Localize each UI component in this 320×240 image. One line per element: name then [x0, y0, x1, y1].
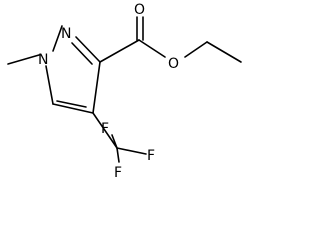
atom-fluorine-top-label: F [101, 121, 109, 137]
bond-c4-cf3 [92, 112, 118, 149]
bond-c4-c5 [52, 103, 94, 114]
bond-methyl-n1 [7, 54, 40, 65]
atom-n2-label: N [61, 26, 71, 42]
bond-n2-c3 [75, 36, 101, 63]
bond-c3-c4 [92, 61, 101, 114]
atom-fluorine-right-label: F [147, 148, 155, 164]
atom-n1-label: N [38, 52, 48, 68]
bond-c5-n1 [45, 65, 54, 105]
atom-ester-oxygen-label: O [168, 56, 179, 72]
structure-diagram: N N O O F F F [7, 2, 242, 181]
atom-carbonyl-oxygen-label: O [134, 2, 145, 18]
bond-cf3-fbottom [116, 147, 120, 163]
atom-fluorine-bottom-label: F [114, 165, 122, 181]
bond-n1-n2 [52, 25, 63, 52]
bond-cf3-ftop [111, 134, 118, 149]
molecule-svg: N N O O F F F [7, 2, 242, 181]
bond-c4-c5-inner [56, 100, 87, 108]
bond-ch2-ch3 [206, 41, 242, 63]
bond-cf3-fright [116, 147, 147, 155]
bond-oester-ch2 [184, 41, 208, 58]
bond-carbonyl-oester [138, 39, 166, 58]
bond-n2-c3-inner [71, 42, 93, 65]
bond-c3-carbonyl [99, 39, 140, 63]
